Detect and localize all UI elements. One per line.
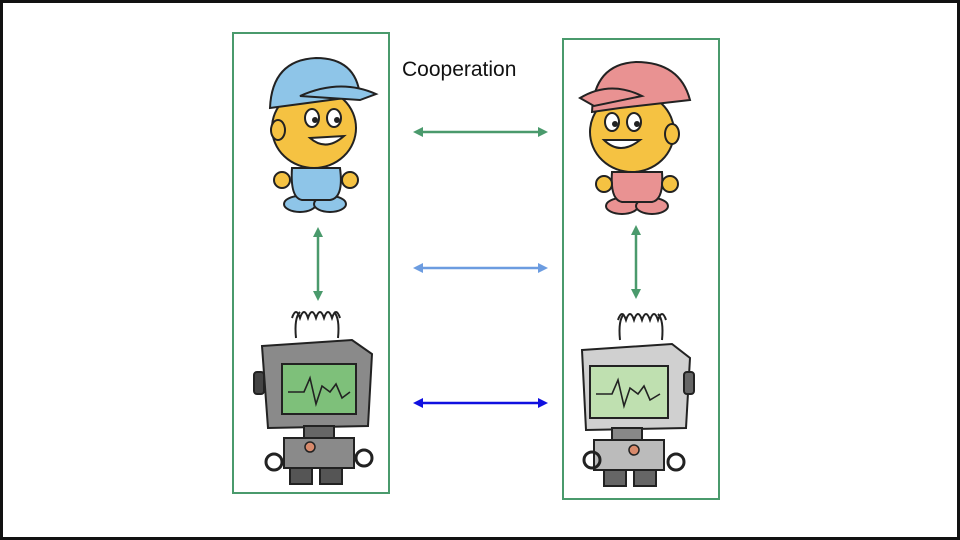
team-right-box (562, 38, 720, 500)
team-left-box (232, 32, 390, 494)
robot-dark-screen-figure (253, 311, 374, 485)
robot-light-screen-figure (580, 313, 695, 487)
human-pink-cap-figure (578, 60, 692, 215)
diagram-title: Cooperation (402, 58, 517, 81)
human-blue-cap-figure (268, 56, 379, 213)
